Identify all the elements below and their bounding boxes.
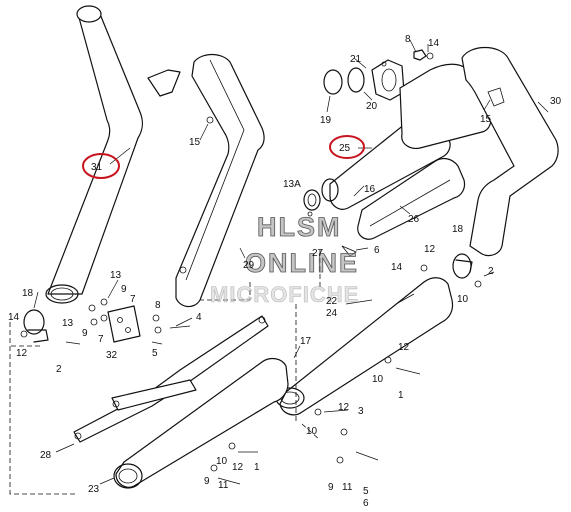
watermark-line1: HLSM: [257, 212, 342, 242]
callout-15: 15: [189, 137, 201, 148]
watermark-line2: ONLINE: [245, 248, 359, 278]
callout-26: 26: [408, 214, 420, 225]
nut-8-washer-14-top[interactable]: [413, 49, 434, 61]
alignment-lines: [9, 250, 321, 495]
front-header-pipe-31[interactable]: [45, 5, 144, 304]
clamp-18-left[interactable]: [23, 309, 49, 343]
callout-24: 24: [326, 308, 338, 319]
callout-10: 10: [457, 294, 469, 305]
callout-23: 23: [88, 484, 100, 495]
watermark-line3: MICROFICHE: [210, 282, 359, 307]
callout-9: 9: [328, 482, 334, 493]
callout-15b: 15: [480, 114, 492, 125]
callout-5b: 5: [152, 348, 158, 359]
callout-25: 25: [339, 143, 351, 154]
callout-2b: 2: [56, 364, 62, 375]
callout-14c: 14: [8, 312, 20, 323]
callout-31: 31: [91, 162, 103, 173]
heat-shield-26[interactable]: [357, 157, 466, 240]
callout-28: 28: [40, 450, 52, 461]
callout-12c: 12: [338, 402, 350, 413]
callout-6b: 6: [363, 498, 369, 509]
bracket-plate-32[interactable]: [107, 305, 141, 343]
callout-21: 21: [350, 54, 362, 65]
callout-7: 7: [130, 294, 136, 305]
callout-19: 19: [320, 115, 332, 126]
callout-6: 6: [374, 245, 380, 256]
callout-18b: 18: [22, 288, 34, 299]
callout-13a: 13A: [283, 179, 301, 190]
callout-10c: 10: [306, 426, 318, 437]
rear-header-pipe-30[interactable]: [399, 46, 559, 257]
callout-9d: 9: [204, 476, 210, 487]
callout-2: 2: [488, 266, 494, 277]
callout-3: 3: [358, 406, 364, 417]
callout-1b: 1: [254, 462, 260, 473]
front-muffler-23[interactable]: [113, 357, 289, 489]
callout-9b: 9: [121, 284, 127, 295]
callout-7b: 7: [98, 334, 104, 345]
callout-12: 12: [424, 244, 436, 255]
callout-22: 22: [326, 296, 338, 307]
highlight-markers: [82, 135, 365, 179]
front-heat-shield-29[interactable]: [147, 53, 265, 308]
callout-18: 18: [452, 224, 464, 235]
callout-12e: 12: [232, 462, 244, 473]
callout-10b: 10: [372, 374, 384, 385]
callout-13b: 13: [62, 318, 74, 329]
leader-lines: [33, 39, 549, 485]
callout-11: 11: [342, 482, 353, 493]
gasket-flange-13a[interactable]: [303, 189, 321, 211]
callout-16: 16: [364, 184, 376, 195]
clamp-18-right[interactable]: [452, 253, 473, 279]
callout-32: 32: [106, 350, 118, 361]
small-hardware: [20, 211, 495, 485]
callout-13: 13: [110, 270, 122, 281]
callout-30: 30: [550, 96, 562, 107]
callout-20: 20: [366, 101, 378, 112]
callout-labels: 31 15 29 13A 27 6 16 26 25 19 21 20 8 14…: [8, 34, 562, 509]
callout-8: 8: [405, 34, 411, 45]
callout-29: 29: [243, 260, 255, 271]
gasket-19[interactable]: [323, 69, 343, 95]
callout-27: 27: [312, 248, 324, 259]
highlight-circle-31: [82, 153, 120, 179]
callout-8b: 8: [155, 300, 161, 311]
retaining-ring-20[interactable]: [347, 67, 365, 93]
callout-17: 17: [300, 336, 312, 347]
callout-5: 5: [363, 486, 369, 497]
callout-14b: 14: [391, 262, 403, 273]
callout-14: 14: [428, 38, 440, 49]
callout-10d: 10: [216, 456, 228, 467]
mounting-bracket-28[interactable]: [73, 315, 269, 443]
callout-12d: 12: [16, 348, 28, 359]
callout-4: 4: [196, 312, 202, 323]
hlsm-watermark: HLSM ONLINE MICROFICHE: [210, 212, 359, 308]
callout-9c: 9: [82, 328, 88, 339]
highlight-circle-25: [329, 135, 365, 159]
exhaust-flange-21[interactable]: [371, 59, 405, 101]
callout-12b: 12: [398, 342, 410, 353]
callout-11b: 11: [218, 480, 229, 491]
callout-1: 1: [398, 390, 404, 401]
